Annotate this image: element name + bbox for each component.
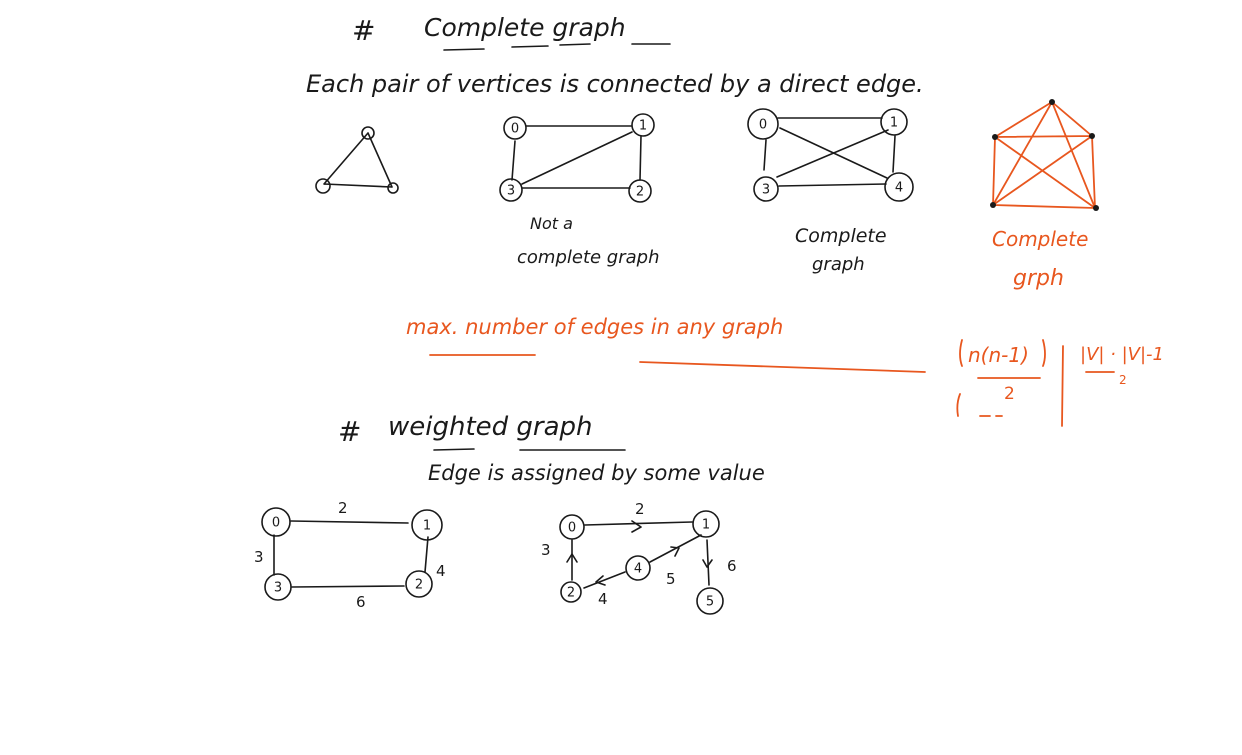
max-edges-text: max. number of edges in any graph xyxy=(406,315,783,339)
graph-node-label: 5 xyxy=(706,595,714,610)
graph-node xyxy=(625,555,651,581)
edge-weight: 6 xyxy=(356,593,366,611)
graph-node-label: 1 xyxy=(423,519,431,534)
graph-node-label: 0 xyxy=(759,118,767,133)
weighted-rectangle-graph: 0 1 3 2 2 3 4 6 xyxy=(254,499,446,611)
graph-node xyxy=(503,116,527,140)
edge-weight: 3 xyxy=(541,541,551,559)
complete-graph-definition: Each pair of vertices is connected by a … xyxy=(306,70,924,98)
heading-hash: # xyxy=(352,14,375,47)
complete-graph-heading: Complete graph xyxy=(424,13,626,42)
formula-alt-numerator: |V| · |V|-1 xyxy=(1080,344,1164,365)
not-complete-caption-1: Not a xyxy=(530,214,573,233)
complete-five-caption-2: grph xyxy=(1013,266,1064,291)
graph-node xyxy=(499,178,523,202)
graph-node xyxy=(264,573,292,601)
formula-numerator: n(n-1) xyxy=(968,343,1029,367)
triangle-node-left xyxy=(315,178,331,194)
graph-node-label: 1 xyxy=(890,116,898,131)
triangle-graph xyxy=(315,126,399,194)
edge-weight: 3 xyxy=(254,548,264,566)
pentagon-vertex xyxy=(1089,133,1095,139)
formula-alt-denominator: 2 xyxy=(1119,373,1127,387)
graph-node-label: 4 xyxy=(634,562,642,577)
triangle-edges xyxy=(323,132,393,188)
graph-node-label: 3 xyxy=(507,184,515,199)
formula-denominator: 2 xyxy=(1004,384,1015,404)
weighted-graph-section: # weighted graph Edge is assigned by som… xyxy=(254,412,765,615)
not-complete-edges xyxy=(511,125,642,189)
complete-four-edges xyxy=(763,117,896,187)
triangle-node-right xyxy=(387,182,399,194)
complete-four-caption-1: Complete xyxy=(795,225,887,247)
weighted-directed-edges xyxy=(571,521,710,589)
complete-graph-four: 0 1 3 4 Complete graph xyxy=(747,108,914,275)
pentagon-vertex xyxy=(992,134,998,140)
not-complete-graph: 0 1 3 2 Not a complete graph xyxy=(499,113,660,268)
graph-node xyxy=(631,113,655,137)
pentagon-vertex xyxy=(990,202,996,208)
graph-node xyxy=(405,570,433,598)
complete-five-caption-1: Complete xyxy=(992,227,1088,251)
graph-node xyxy=(692,510,720,538)
pentagon-vertex xyxy=(1093,205,1099,211)
weighted-heading-underline xyxy=(433,448,626,451)
triangle-node-top xyxy=(361,126,375,140)
edge-weight: 2 xyxy=(635,500,645,518)
graph-node xyxy=(560,581,582,603)
graph-node xyxy=(753,176,779,202)
graph-node xyxy=(261,507,291,537)
graph-node-label: 2 xyxy=(415,578,423,593)
graph-node xyxy=(559,514,585,540)
graph-node xyxy=(747,108,779,140)
complete-five-edges xyxy=(992,101,1096,209)
weighted-graph-definition: Edge is assigned by some value xyxy=(428,461,765,485)
complete-graph-five: Complete grph xyxy=(990,99,1099,291)
graph-node-label: 2 xyxy=(567,586,575,601)
graph-node-label: 1 xyxy=(639,119,647,134)
complete-four-caption-2: graph xyxy=(812,254,865,275)
edge-weight: 4 xyxy=(598,590,608,608)
graph-node-label: 4 xyxy=(895,181,903,196)
graph-node xyxy=(696,587,724,615)
edge-weight: 5 xyxy=(666,570,676,588)
graph-node-label: 0 xyxy=(272,516,280,531)
formula-strokes xyxy=(956,339,1115,427)
max-edges-note: max. number of edges in any graph n(n-1)… xyxy=(406,315,1164,427)
edge-arrowheads xyxy=(566,520,713,586)
graph-node-label: 0 xyxy=(511,122,519,137)
graph-node xyxy=(884,172,914,202)
weighted-rect-edges xyxy=(273,520,429,588)
heading-underline xyxy=(443,43,671,51)
graph-node-label: 3 xyxy=(274,581,282,596)
max-edges-underline xyxy=(429,354,926,373)
graph-node-label: 3 xyxy=(762,183,770,198)
graph-node-label: 2 xyxy=(636,185,644,200)
weighted-hash: # xyxy=(338,415,361,448)
not-complete-caption-2: complete graph xyxy=(517,247,660,268)
graph-node-label: 0 xyxy=(568,521,576,536)
edge-weight: 4 xyxy=(436,562,446,580)
weighted-graph-heading: weighted graph xyxy=(388,412,593,442)
weighted-directed-graph: 0 1 4 2 5 2 3 5 4 6 xyxy=(541,500,737,615)
graph-node xyxy=(411,509,443,541)
graph-node xyxy=(880,108,908,136)
complete-graph-section: # Complete graph Each pair of vertices i… xyxy=(306,13,1099,291)
pentagon-vertex xyxy=(1049,99,1055,105)
graph-node xyxy=(628,179,652,203)
edge-weight: 6 xyxy=(727,557,737,575)
edge-weight: 2 xyxy=(338,499,348,517)
graph-node-label: 1 xyxy=(702,518,710,533)
